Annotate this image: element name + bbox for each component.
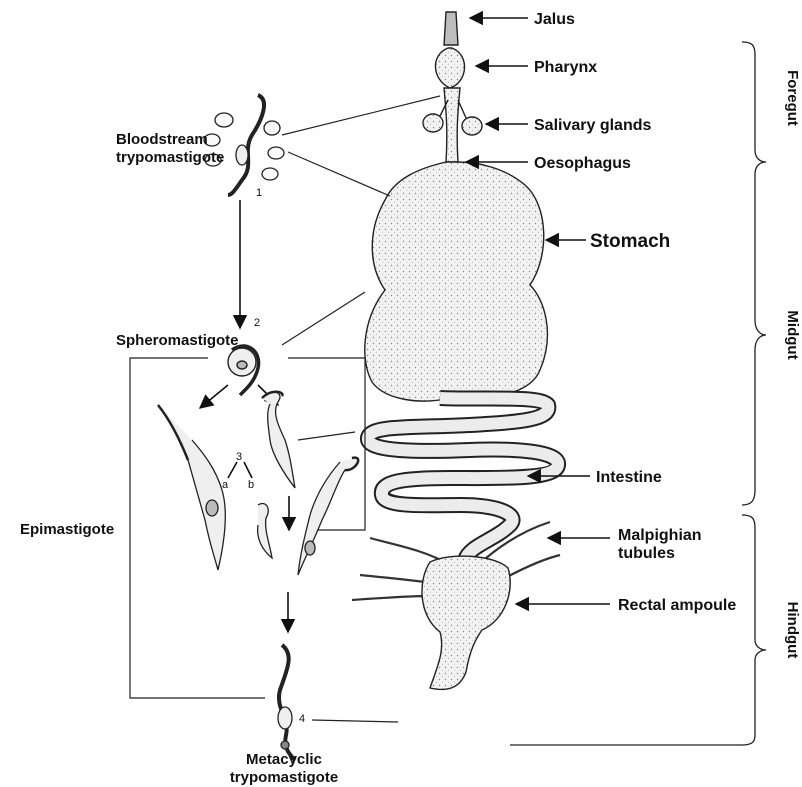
intestine-shape xyxy=(368,398,558,560)
label-pharynx: Pharynx xyxy=(534,59,597,76)
rectal-ampoule-shape xyxy=(422,556,510,689)
foregut-bracket xyxy=(742,42,766,174)
stage-number-4: 4 xyxy=(299,713,305,725)
bloodstream-trypomastigote-drawing xyxy=(204,95,284,195)
hindgut-bracket xyxy=(742,515,766,745)
metacyclic-trypomastigote-drawing xyxy=(278,645,295,760)
section-foregut: Foregut xyxy=(784,70,801,126)
label-rectal-ampoule: Rectal ampoule xyxy=(618,597,736,614)
label-spheromastigote: Spheromastigote xyxy=(116,332,239,349)
oesophagus-shape xyxy=(444,88,460,162)
label-intestine: Intestine xyxy=(596,469,662,486)
label-epimastigote: Epimastigote xyxy=(20,521,114,538)
stage-letter-a: a xyxy=(222,479,229,491)
label-salivary-glands: Salivary glands xyxy=(534,117,651,134)
stage-letter-b: b xyxy=(248,479,254,491)
epimastigote-box xyxy=(130,358,265,698)
label-malpighian-2: tubules xyxy=(618,545,675,562)
label-stomach: Stomach xyxy=(590,231,670,252)
stage-number-1: 1 xyxy=(256,187,262,199)
section-hindgut: Hindgut xyxy=(784,602,801,659)
label-bloodstream-1: Bloodstream xyxy=(116,131,208,148)
salivary-gland-left xyxy=(423,114,443,132)
jalus-shape xyxy=(444,12,458,45)
section-midgut: Midgut xyxy=(784,310,801,359)
stage-number-2: 2 xyxy=(254,317,260,329)
spheromastigote-drawing xyxy=(228,346,259,395)
pharynx-shape xyxy=(435,48,464,88)
arrow-2-to-left xyxy=(200,385,228,408)
epimastigote-drawings xyxy=(158,392,358,575)
stomach-shape xyxy=(365,162,548,401)
stage-number-3: 3 xyxy=(236,451,242,463)
label-jalus: Jalus xyxy=(534,11,575,28)
midgut-bracket xyxy=(742,174,766,505)
label-metacyclic-2: trypomastigote xyxy=(230,769,338,786)
label-bloodstream-2: trypomastigote xyxy=(116,149,224,166)
label-metacyclic-1: Metacyclic xyxy=(246,751,322,768)
salivary-gland-right xyxy=(462,117,482,135)
label-malpighian-1: Malpighian xyxy=(618,527,702,544)
section-brackets xyxy=(510,42,766,745)
gut-anatomy xyxy=(352,12,560,689)
label-oesophagus: Oesophagus xyxy=(534,155,631,172)
